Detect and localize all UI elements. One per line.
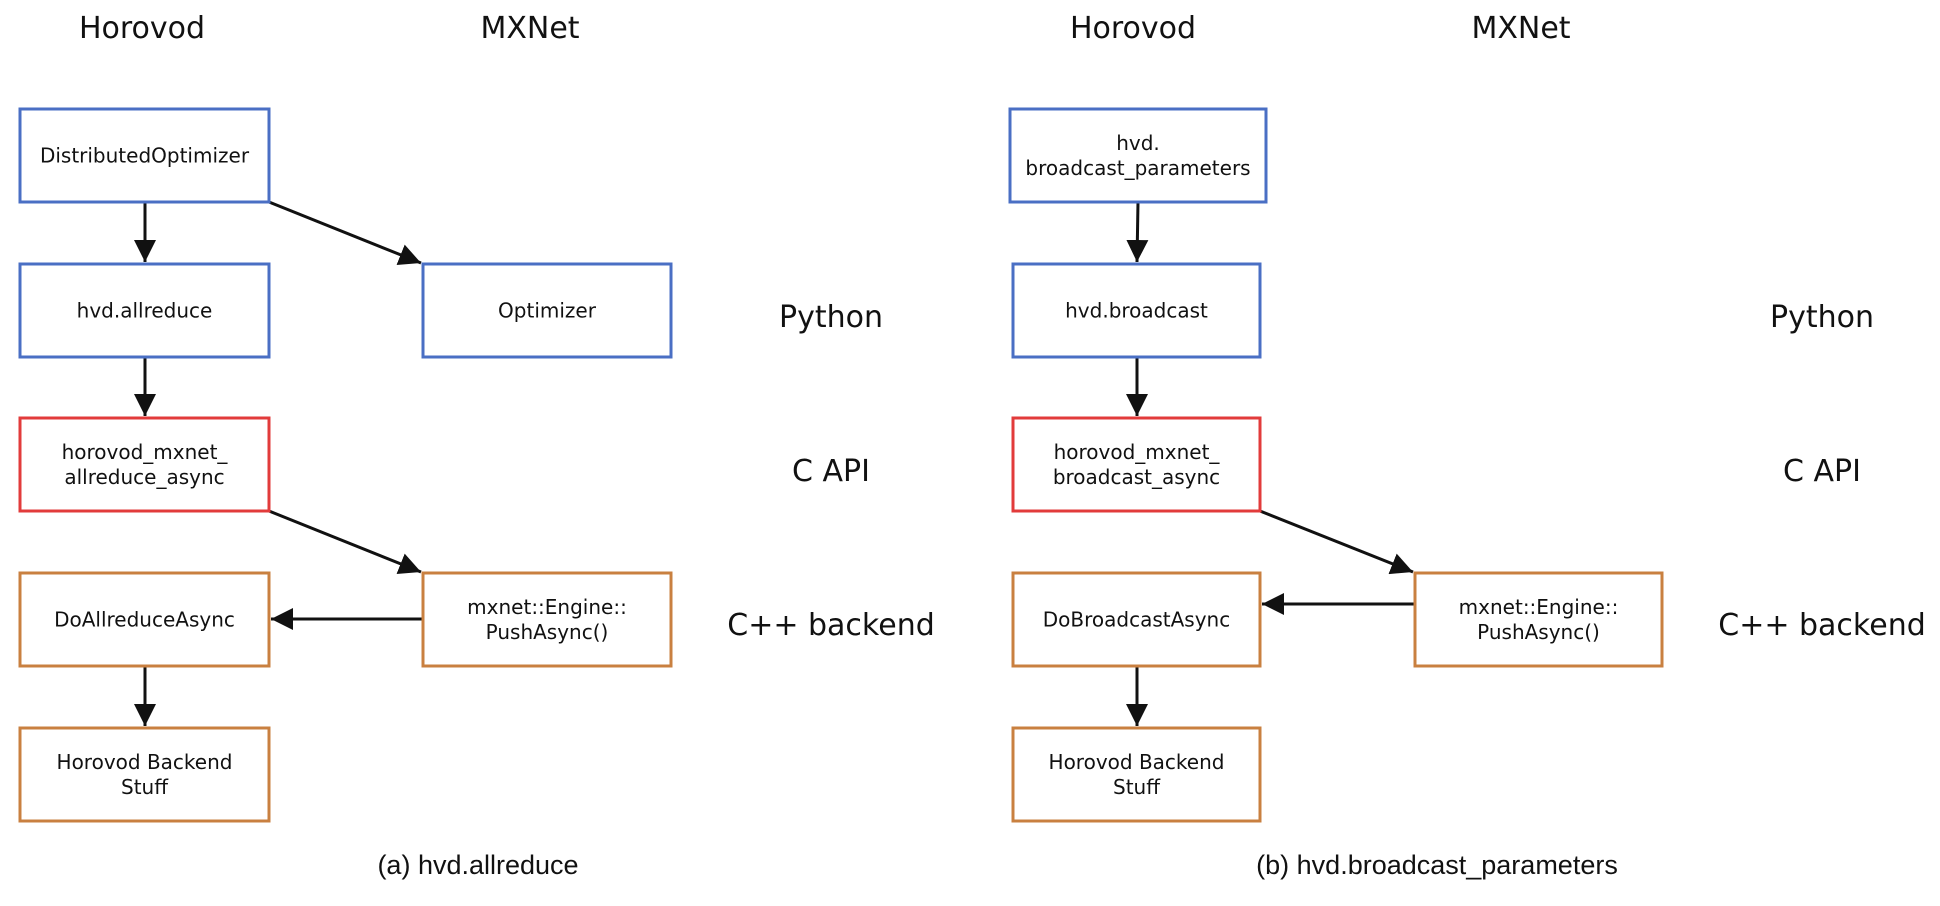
node-mxnet-engine-push: mxnet::Engine::PushAsync() [421, 571, 673, 668]
node-label: Horovod Backend [57, 750, 233, 774]
node-label: horovod_mxnet_ [1054, 440, 1221, 464]
panel-caption: (a) hvd.allreduce [377, 850, 578, 880]
node-box [1413, 571, 1664, 668]
node-box [1008, 107, 1268, 204]
node-label: hvd.allreduce [77, 299, 213, 323]
node-hvd-broadcast: hvd.broadcast [1011, 262, 1262, 359]
node-label: Stuff [121, 775, 169, 799]
node-horovod-mxnet-async: horovod_mxnet_broadcast_async [1011, 416, 1262, 513]
layer-label-python: Python [779, 300, 883, 335]
edge-horovod-mxnet-async-to-mxnet-engine-push [268, 509, 422, 575]
node-box [1011, 262, 1262, 359]
node-box [18, 726, 271, 823]
node-broadcast-parameters: hvd.broadcast_parameters [1008, 107, 1268, 204]
node-horovod-mxnet-async: horovod_mxnet_allreduce_async [18, 416, 271, 513]
node-label: Horovod Backend [1049, 750, 1225, 774]
node-label: broadcast_parameters [1025, 156, 1250, 180]
node-label: horovod_mxnet_ [62, 440, 229, 464]
column-header-horovod: Horovod [79, 11, 205, 46]
node-box [421, 262, 673, 359]
column-header-horovod: Horovod [1070, 11, 1196, 46]
node-label: DoAllreduceAsync [54, 608, 235, 632]
node-label: PushAsync() [1477, 620, 1600, 644]
panel-caption: (b) hvd.broadcast_parameters [1256, 850, 1618, 880]
layer-label-cpp-backend: C++ backend [727, 608, 935, 643]
node-box [18, 107, 271, 204]
node-label: DoBroadcastAsync [1043, 608, 1230, 632]
node-box [421, 571, 673, 668]
node-label: mxnet::Engine:: [467, 595, 627, 619]
node-label: mxnet::Engine:: [1459, 595, 1619, 619]
node-label: PushAsync() [486, 620, 609, 644]
node-box [18, 416, 271, 513]
node-label: hvd. [1116, 131, 1160, 155]
column-header-mxnet: MXNet [1471, 11, 1570, 46]
node-label: broadcast_async [1053, 465, 1220, 489]
node-hvd-allreduce: hvd.allreduce [18, 262, 271, 359]
edge-distributed-optimizer-to-optimizer [268, 200, 422, 266]
edge-horovod-mxnet-async-to-mxnet-engine-push [1259, 509, 1414, 575]
layer-label-cpp-backend: C++ backend [1718, 608, 1926, 643]
node-box [1011, 726, 1262, 823]
node-label: allreduce_async [64, 465, 224, 489]
node-distributed-optimizer: DistributedOptimizer [18, 107, 271, 204]
node-label: Stuff [1113, 775, 1161, 799]
layer-label-c-api: C API [792, 454, 870, 489]
node-do-async: DoBroadcastAsync [1011, 571, 1262, 668]
node-box [18, 262, 271, 359]
node-box [1011, 416, 1262, 513]
node-box [18, 571, 271, 668]
node-label: DistributedOptimizer [40, 144, 250, 168]
node-label: hvd.broadcast [1065, 299, 1208, 323]
node-mxnet-engine-push: mxnet::Engine::PushAsync() [1413, 571, 1664, 668]
node-optimizer: Optimizer [421, 262, 673, 359]
node-label: Optimizer [498, 299, 597, 323]
node-do-async: DoAllreduceAsync [18, 571, 271, 668]
layer-label-c-api: C API [1783, 454, 1861, 489]
column-header-mxnet: MXNet [480, 11, 579, 46]
edge-broadcast-parameters-to-hvd-broadcast [1126, 201, 1149, 263]
node-box [1011, 571, 1262, 668]
layer-label-python: Python [1770, 300, 1874, 335]
